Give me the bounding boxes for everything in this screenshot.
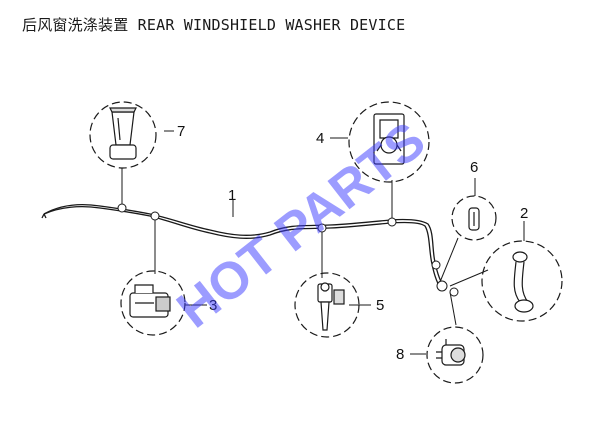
- diagram-title: 后风窗洗涤装置 REAR WINDSHIELD WASHER DEVICE: [22, 16, 406, 34]
- callout-1: 1: [228, 187, 236, 204]
- callout-3: 3: [209, 297, 217, 314]
- part-5-nozzle-connector: [317, 282, 345, 331]
- part-6-clip: [468, 207, 480, 231]
- hose-clips: [117, 203, 459, 297]
- part-3-connector: [129, 284, 171, 318]
- callout-leaders: [164, 130, 525, 355]
- part-2-hose-elbow: [512, 251, 534, 313]
- callout-5: 5: [376, 297, 384, 314]
- leader-lines: [121, 168, 489, 326]
- detail-bubble-8: [426, 326, 484, 384]
- callout-7: 7: [177, 123, 185, 140]
- callout-8: 8: [396, 346, 404, 363]
- detail-bubble-2: [481, 240, 563, 322]
- callout-numbers: 1 2 3 4 5 6 7 8: [177, 123, 528, 363]
- part-8-valve: [436, 339, 466, 366]
- detail-bubble-4: [348, 101, 430, 183]
- part-7-nozzle: [109, 107, 137, 160]
- part-sketches: [109, 107, 534, 366]
- detail-bubble-6: [451, 195, 497, 241]
- detail-bubble-7: [89, 101, 157, 169]
- callout-4: 4: [316, 130, 324, 147]
- callout-6: 6: [470, 159, 478, 176]
- watermark-text: HOT PARTS: [167, 111, 436, 339]
- callout-2: 2: [520, 205, 528, 222]
- detail-bubble-3: [120, 270, 186, 336]
- part-4-bracket: [373, 113, 405, 165]
